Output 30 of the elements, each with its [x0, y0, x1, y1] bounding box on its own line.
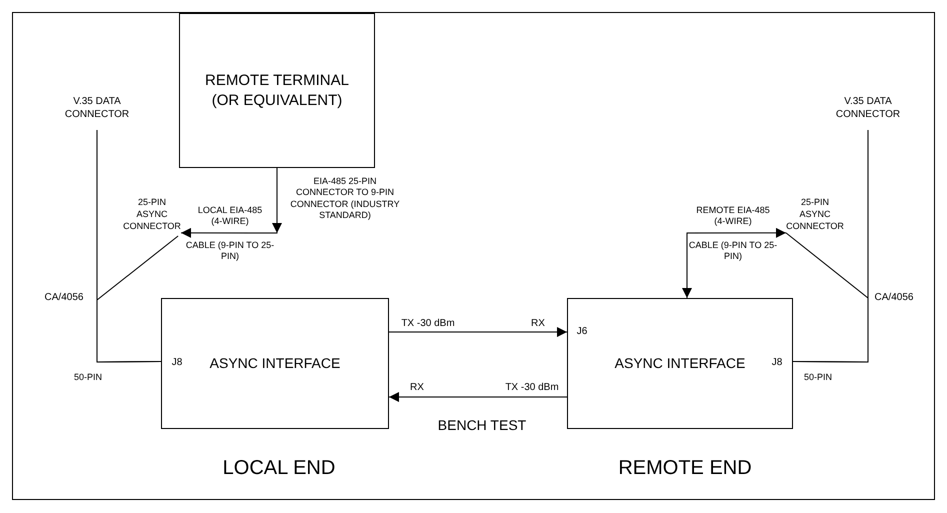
arrow — [388, 392, 568, 402]
cable-label: CABLE (9-PIN TO 25-PIN) — [184, 240, 276, 262]
arrow — [682, 228, 786, 298]
connector-label: V.35 DATA CONNECTOR — [835, 85, 901, 130]
port-label: J8 — [770, 357, 784, 370]
signal-label: TX -30 dBm — [400, 318, 456, 330]
cable-part-number: CA/4056 — [874, 292, 914, 304]
cable-label: CABLE (9-PIN TO 25-PIN) — [688, 240, 778, 262]
arrow — [180, 168, 282, 238]
pin-count-label: 50-PIN — [72, 372, 103, 384]
connector-label: 25-PIN ASYNC CONNECTOR — [123, 194, 181, 236]
port-label: J6 — [576, 326, 588, 338]
cable-label: LOCAL EIA-485 (4-WIRE) — [196, 205, 264, 228]
cable-part-number: CA/4056 — [44, 292, 84, 304]
section-title: REMOTE END — [617, 456, 753, 481]
cable-line — [96, 236, 179, 362]
signal-label: RX — [409, 382, 425, 394]
bench-test-label: BENCH TEST — [436, 417, 528, 434]
connector-label: V.35 DATA CONNECTOR — [64, 85, 130, 130]
port-label: J8 — [170, 357, 184, 370]
cable-line — [786, 232, 868, 362]
connector-label: 25-PIN ASYNC CONNECTOR — [786, 194, 844, 236]
cable-label: REMOTE EIA-485 (4-WIRE) — [695, 205, 771, 228]
signal-label: TX -30 dBm — [504, 382, 560, 394]
arrow — [388, 327, 568, 338]
terminal-box: REMOTE TERMINAL (OR EQUIVALENT) — [179, 13, 375, 168]
connector-note: EIA-485 25-PIN CONNECTOR TO 9-PIN CONNECTOR (INDUSTRY STANDARD) — [289, 176, 401, 221]
section-title: LOCAL END — [222, 456, 336, 481]
pin-count-label: 50-PIN — [802, 372, 833, 384]
signal-label: RX — [530, 318, 546, 330]
